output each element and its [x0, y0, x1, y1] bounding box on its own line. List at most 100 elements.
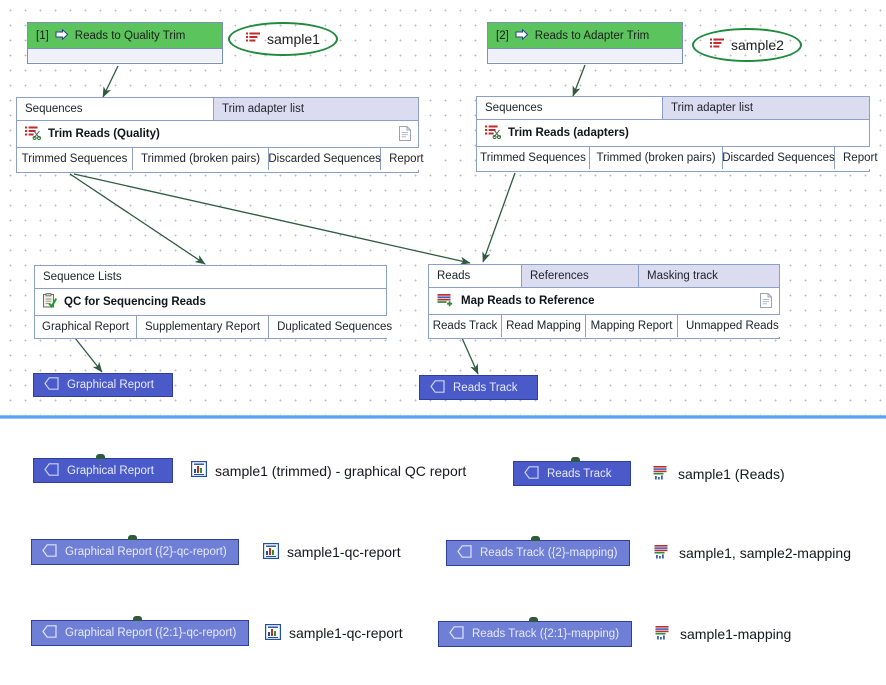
output-port-trimmed-broken-pairs[interactable]: Trimmed (broken pairs): [133, 148, 270, 170]
output-port-label: Trimmed Sequences: [480, 152, 586, 164]
output-port-duplicated-sequences[interactable]: Duplicated Sequences: [269, 316, 401, 338]
workflow-canvas[interactable]: [1] Reads to Quality Trim sample1: [0, 0, 886, 417]
result-item[interactable]: sample1-qc-report: [264, 623, 403, 643]
input-node-slot[interactable]: [28, 49, 222, 62]
connector-nub: [128, 535, 137, 540]
port-sequence-lists[interactable]: Sequence Lists: [35, 266, 386, 288]
sample-chip-label: sample1: [267, 31, 320, 47]
graphical-report-icon: [262, 542, 280, 562]
output-tag-icon: [42, 544, 57, 560]
output-port-label: Supplementary Report: [145, 321, 261, 333]
result-output-label: Reads Track: [547, 467, 612, 480]
output-port-report[interactable]: Report: [835, 147, 886, 169]
output-port-mapping-report[interactable]: Mapping Report: [586, 315, 678, 337]
result-output-label: Reads Track ({2:1}-mapping): [472, 628, 620, 640]
result-output-box[interactable]: Graphical Report ({2:1}-qc-report): [31, 616, 249, 646]
node-qc-for-sequencing-reads[interactable]: Sequence Lists QC for Sequencing Reads G…: [34, 265, 401, 339]
port-sequences[interactable]: Sequences: [477, 97, 663, 119]
result-output-box[interactable]: Reads Track ({2:1}-mapping): [438, 617, 632, 647]
result-item[interactable]: sample1 (Reads): [653, 465, 785, 483]
trim-reads-icon: [485, 125, 501, 142]
connector-nub: [529, 617, 538, 622]
result-output-box[interactable]: Reads Track ({2}-mapping): [446, 536, 630, 566]
output-port-discarded-sequences[interactable]: Discarded Sequences: [722, 147, 835, 169]
output-port-report[interactable]: Report: [381, 148, 432, 170]
sequence-list-icon: [246, 31, 260, 47]
map-reads-icon: [437, 293, 454, 310]
connector-nub: [571, 457, 580, 462]
port-trim-adapter-list[interactable]: Trim adapter list: [214, 98, 418, 120]
result-item-label: sample1-qc-report: [287, 544, 401, 560]
result-item-label: sample1 (trimmed) - graphical QC report: [215, 462, 467, 479]
sample-chip-2[interactable]: sample2: [692, 28, 802, 62]
result-row: Graphical Report sample1 (trimmed) - gra…: [33, 454, 467, 483]
connector-nub: [96, 454, 105, 459]
output-tag-icon: [44, 377, 59, 393]
node-trim-reads-quality[interactable]: Sequences Trim adapter list: [16, 97, 432, 173]
node-title-bar: QC for Sequencing Reads: [35, 289, 386, 316]
output-port-read-mapping[interactable]: Read Mapping: [502, 315, 586, 337]
input-arrow-icon: [55, 28, 69, 43]
input-node-2[interactable]: [2] Reads to Adapter Trim: [487, 22, 683, 64]
sample-chip-1[interactable]: sample1: [228, 22, 338, 56]
result-item[interactable]: sample1, sample2-mapping: [654, 544, 851, 562]
input-node-label: Reads to Quality Trim: [74, 29, 186, 42]
output-port-label: Mapping Report: [590, 320, 673, 332]
result-item[interactable]: sample1 (trimmed) - graphical QC report: [190, 460, 467, 480]
result-item[interactable]: sample1-qc-report: [262, 542, 401, 562]
result-row: Reads Track ({2:1}-mapping) sample1-mapp…: [438, 617, 791, 647]
result-row: Reads Track sample1 (Reads): [513, 457, 785, 486]
output-port-label: Read Mapping: [506, 320, 581, 332]
result-item[interactable]: sample1-mapping: [655, 625, 791, 643]
port-label: References: [530, 270, 589, 282]
output-port-label: Report: [389, 153, 424, 165]
report-document-icon[interactable]: [760, 293, 772, 311]
port-references[interactable]: References: [522, 265, 639, 287]
node-input-ports: Sequence Lists: [35, 266, 386, 289]
port-label: Sequences: [485, 102, 543, 114]
port-sequences[interactable]: Sequences: [17, 98, 214, 120]
output-port-trimmed-broken-pairs[interactable]: Trimmed (broken pairs): [590, 147, 723, 169]
node-title-bar: Map Reads to Reference: [429, 288, 779, 315]
node-trim-reads-adapters[interactable]: Sequences Trim adapter list: [476, 96, 886, 172]
output-port-label: Trimmed (broken pairs): [596, 152, 716, 164]
result-output-label: Graphical Report ({2}-qc-report): [65, 546, 227, 558]
node-map-reads-to-reference[interactable]: Reads References Masking track: [428, 264, 787, 339]
input-node-index: [1]: [36, 29, 49, 42]
result-item-label: sample1 (Reads): [678, 465, 785, 482]
sample-chip-label: sample2: [731, 37, 784, 53]
output-port-label: Unmapped Reads: [686, 320, 779, 332]
output-port-graphical-report[interactable]: Graphical Report: [35, 316, 137, 338]
result-item-label: sample1-qc-report: [289, 625, 403, 641]
output-port-supplementary-report[interactable]: Supplementary Report: [137, 316, 270, 338]
report-document-icon[interactable]: [399, 126, 411, 144]
port-label: Reads: [437, 270, 471, 282]
input-node-1[interactable]: [1] Reads to Quality Trim: [27, 22, 223, 64]
result-row: Graphical Report ({2:1}-qc-report) sampl…: [31, 616, 403, 646]
output-port-label: Graphical Report: [42, 321, 129, 333]
panel-divider[interactable]: [0, 415, 886, 419]
output-port-label: Duplicated Sequences: [277, 321, 393, 333]
output-port-discarded-sequences[interactable]: Discarded Sequences: [268, 148, 382, 170]
port-masking-track[interactable]: Masking track: [639, 265, 779, 287]
graphical-report-icon: [190, 460, 208, 480]
result-row: Graphical Report ({2}-qc-report) sample1…: [31, 535, 401, 565]
output-tag-icon: [524, 465, 539, 482]
output-port-reads-track[interactable]: Reads Track: [429, 315, 502, 337]
node-input-ports: Sequences Trim adapter list: [17, 98, 418, 121]
output-port-trimmed-sequences[interactable]: Trimmed Sequences: [17, 148, 133, 170]
canvas-output-label: Reads Track: [453, 381, 518, 394]
node-title-label: Trim Reads (Quality): [48, 128, 160, 140]
node-title-label: Trim Reads (adapters): [508, 127, 629, 139]
output-port-label: Reads Track: [432, 320, 498, 332]
port-trim-adapter-list[interactable]: Trim adapter list: [663, 97, 869, 119]
canvas-output-reads-track[interactable]: Reads Track: [419, 375, 538, 400]
result-output-box[interactable]: Graphical Report: [33, 454, 173, 483]
input-node-slot[interactable]: [488, 49, 682, 62]
port-reads[interactable]: Reads: [429, 265, 522, 287]
result-output-box[interactable]: Reads Track: [513, 457, 631, 486]
canvas-output-graphical-report[interactable]: Graphical Report: [33, 373, 173, 397]
result-output-box[interactable]: Graphical Report ({2}-qc-report): [31, 535, 239, 565]
output-port-unmapped-reads[interactable]: Unmapped Reads: [678, 315, 787, 337]
output-port-trimmed-sequences[interactable]: Trimmed Sequences: [477, 147, 590, 169]
